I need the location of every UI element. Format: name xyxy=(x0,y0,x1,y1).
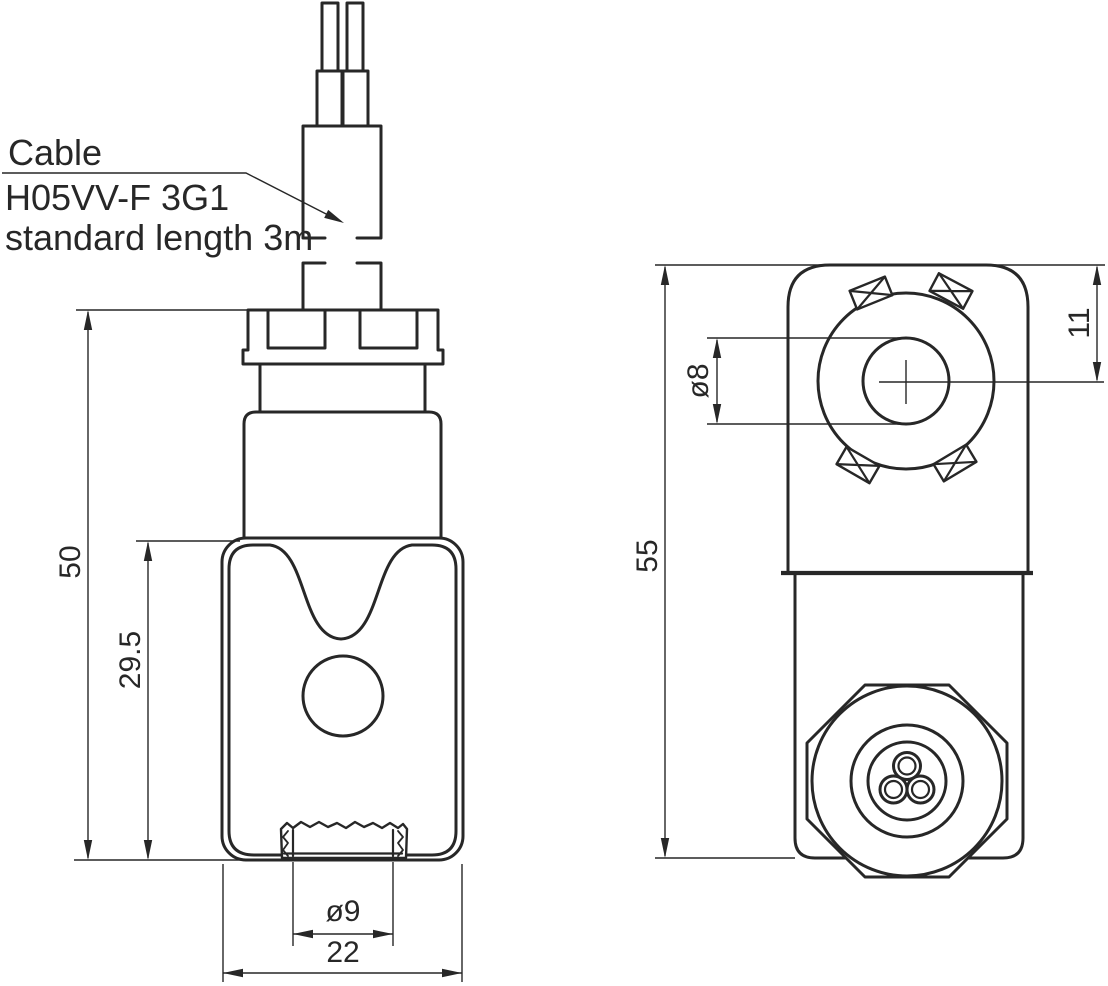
cable-jacket-broken xyxy=(301,124,383,312)
cable-gland xyxy=(805,683,1009,879)
callout-leader-line xyxy=(2,172,333,218)
dimension-hole-diameter: ø8 xyxy=(682,337,906,425)
front-view: 50 29.5 ø9 22 Cable H05VV-F 3 xyxy=(2,1,465,982)
tube-walls xyxy=(291,828,395,858)
dim-label-55: 55 xyxy=(631,539,664,572)
coil-neck xyxy=(258,362,427,414)
callout-label: Cable xyxy=(8,132,102,173)
cable-wires xyxy=(315,1,370,128)
dim-label-50: 50 xyxy=(54,545,87,578)
cable-gland-nut xyxy=(241,308,445,366)
cable-jacket-upper xyxy=(301,124,383,240)
tube-gasket xyxy=(279,820,409,860)
gland-nut-slot-right xyxy=(358,308,419,350)
armature-hole xyxy=(816,272,1104,485)
gland-nut-body xyxy=(241,308,445,366)
dimension-tube-diameter: ø9 xyxy=(292,862,394,946)
wire-right xyxy=(345,1,365,73)
retaining-clip-icon xyxy=(848,275,894,311)
gland-circle-outer xyxy=(810,684,1004,878)
coil-body-inner xyxy=(227,543,458,857)
gasket-tear-right xyxy=(397,830,404,857)
side-view: 55 ø8 11 xyxy=(631,263,1105,879)
wire-left xyxy=(320,1,340,73)
dimension-body-width: 22 xyxy=(222,864,463,982)
retaining-clip-icon xyxy=(928,272,974,310)
gasket-tear-left xyxy=(282,830,289,857)
side-body-upper xyxy=(786,263,1030,575)
coil-body xyxy=(220,536,465,862)
coil-body-outer xyxy=(220,536,465,862)
bottom-tube xyxy=(279,820,409,860)
dimension-body-height: 29.5 xyxy=(114,540,240,860)
hole-outer-circle xyxy=(816,291,996,471)
callout-arrow-icon xyxy=(324,209,344,223)
retaining-clip-icon xyxy=(932,443,978,483)
gland-circle-middle xyxy=(849,723,965,839)
dim-label-d9: ø9 xyxy=(325,895,360,928)
coil-upper-body xyxy=(242,410,443,542)
dimension-total-height: 50 xyxy=(54,309,256,861)
cable-jacket-lower xyxy=(301,261,383,312)
dim-label-d8: ø8 xyxy=(682,363,715,398)
gland-circle-inner xyxy=(866,740,948,822)
retaining-clip-icon xyxy=(835,445,881,485)
callout-cable-length: standard length 3m xyxy=(5,217,313,258)
dimension-hole-offset: 11 xyxy=(1063,265,1102,382)
gland-wire-holes xyxy=(878,751,936,805)
callout-cable-type: H05VV-F 3G1 xyxy=(5,177,229,218)
gland-nut-slot-left xyxy=(266,308,327,350)
mounting-hole xyxy=(301,654,385,738)
dim-label-22: 22 xyxy=(326,936,359,969)
sleeve-left xyxy=(315,69,344,128)
dim-label-11: 11 xyxy=(1063,307,1096,338)
sleeve-right xyxy=(341,69,370,128)
cable-callout: Cable H05VV-F 3G1 standard length 3m xyxy=(2,132,344,258)
dim-label-29-5: 29.5 xyxy=(114,631,147,689)
dimension-side-height: 55 xyxy=(631,265,670,858)
